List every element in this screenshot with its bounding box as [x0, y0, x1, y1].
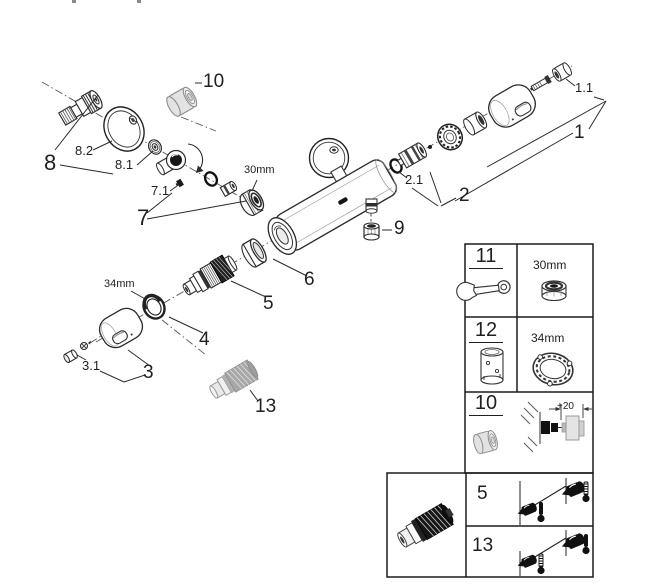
- ring-nut-34mm-icon: [532, 352, 574, 387]
- cap-nut-30mm-icon: [541, 280, 567, 302]
- part-13-check-valve-grey: [209, 359, 259, 399]
- part-2-aquadimmer-cartridge: [396, 142, 427, 169]
- part-label-5: 5: [263, 293, 274, 314]
- valve-solid-thermometer-icon: [537, 502, 545, 523]
- part-7-insert: [219, 180, 238, 198]
- part-1-1-screw: [529, 75, 552, 92]
- part-8-escutcheon: [103, 106, 145, 152]
- union-nut-30mm: [239, 188, 265, 216]
- tools-size-30mm-label: 30mm: [533, 258, 567, 272]
- part-label-3-1: 3.1: [82, 358, 101, 373]
- part-label-2-1: 2.1: [405, 172, 424, 187]
- mixer-body: [267, 159, 398, 255]
- part-10-cover-cap: [166, 86, 198, 117]
- part-5-thermostat-cartridge: [182, 254, 238, 296]
- part-label-8-1: 8.1: [115, 157, 134, 172]
- valve-striped-thermometer-icon: [536, 553, 546, 575]
- service-row-5-diagram: [515, 478, 591, 525]
- part-1-1-cap: [552, 62, 572, 82]
- wall-escutcheon: [308, 137, 350, 187]
- open-end-wrench-icon: [456, 280, 511, 301]
- part-label-13: 13: [255, 396, 277, 417]
- small-screw-dot: [428, 145, 432, 149]
- escutcheon-screw-hole: [128, 115, 138, 125]
- part-label-10: 10: [203, 71, 225, 92]
- cartridge-socket-tool-icon: [480, 347, 504, 385]
- service-panel-grid: [386, 472, 594, 578]
- part-label-7: 7: [137, 205, 150, 230]
- size-label-30mm: 30mm: [244, 164, 275, 176]
- part-label-9: 9: [394, 218, 405, 239]
- tools-item-12-label: 12: [469, 319, 503, 343]
- part-7-o-ring: [203, 171, 219, 187]
- part-label-6: 6: [304, 269, 315, 290]
- extension-dimension-label: +20: [557, 401, 574, 412]
- rotation-arrow: [187, 143, 204, 171]
- part-3-handle-knob: [98, 307, 144, 349]
- part-2-stop-ring: [436, 123, 464, 151]
- outlet-stub: [365, 198, 378, 214]
- part-8-ring: [147, 139, 163, 155]
- part-7-check-valve: [156, 143, 204, 176]
- tools-item-11-label: 11: [469, 245, 503, 269]
- part-4-friction-ring: [142, 293, 166, 320]
- part-label-7-1: 7.1: [151, 183, 170, 198]
- tools-size-34mm-label: 34mm: [531, 331, 565, 345]
- service-item-5-label: 5: [477, 483, 488, 504]
- part-8-s-union: [57, 90, 103, 126]
- part-label-1-1: 1.1: [575, 80, 594, 95]
- part-label-3: 3: [143, 362, 154, 383]
- part-1-adapter: [463, 111, 488, 136]
- part-label-1: 1: [574, 122, 585, 143]
- size-label-34mm: 34mm: [104, 278, 135, 290]
- page-crop-marks: [72, 0, 141, 3]
- part-1-handle-knob: [488, 84, 536, 128]
- part-label-8-2: 8.2: [75, 143, 94, 158]
- service-item-13-label: 13: [472, 535, 494, 556]
- part-label-2: 2: [459, 185, 470, 206]
- part-label-4: 4: [199, 329, 210, 350]
- part-7-1-screw: [175, 178, 184, 188]
- part-6-collar-ring: [241, 238, 267, 268]
- part-label-8: 8: [44, 150, 57, 175]
- check-valve-part-image: [397, 503, 454, 548]
- part-3-1-screw-cap: [63, 340, 91, 364]
- part-9-cap: [363, 222, 380, 241]
- extension-set-diagram: [520, 401, 592, 453]
- cover-cap-icon: [473, 429, 498, 455]
- leader-lines: [54, 78, 607, 402]
- service-row-13-diagram: [515, 530, 590, 576]
- tools-item-10-label: 10: [469, 392, 503, 416]
